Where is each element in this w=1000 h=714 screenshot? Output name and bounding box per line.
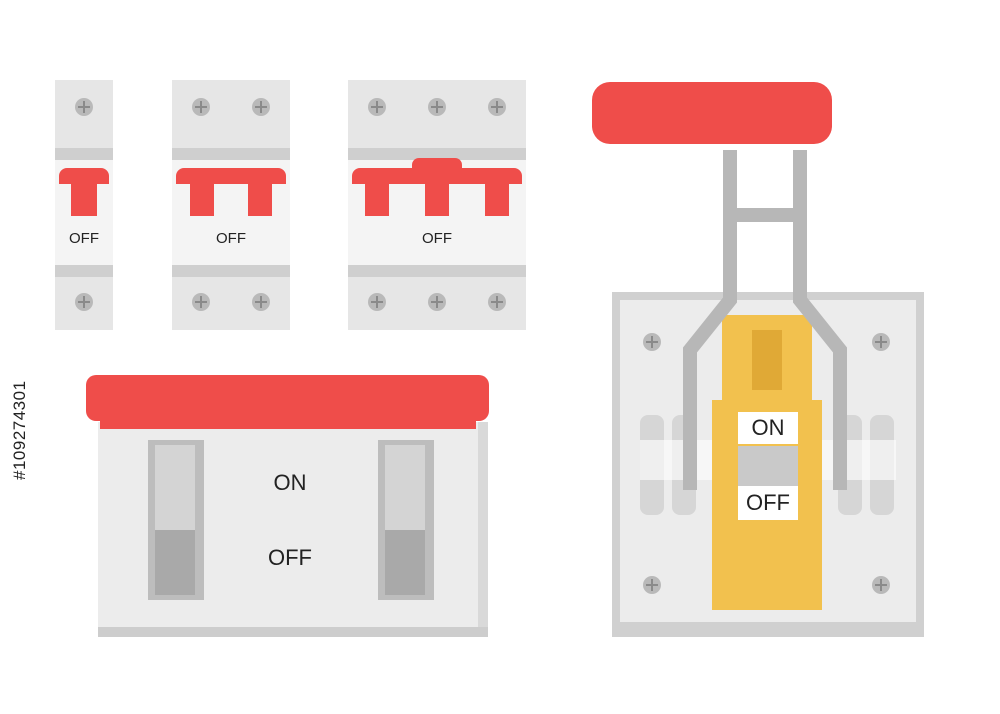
- screw-icon: [643, 576, 661, 594]
- screw-icon: [872, 333, 890, 351]
- breaker-state-label: OFF: [422, 230, 452, 247]
- screw-icon: [75, 98, 93, 116]
- switch-handle[interactable]: [592, 82, 832, 144]
- switch-base-edge: [98, 627, 488, 637]
- switch-handle-lip: [100, 421, 476, 429]
- breaker-toggle[interactable]: [248, 184, 272, 216]
- brass-hinge-core: [752, 330, 782, 390]
- screw-icon: [368, 293, 386, 311]
- screw-icon: [252, 293, 270, 311]
- indicator-window: [738, 446, 798, 486]
- screw-icon: [75, 293, 93, 311]
- breaker-toggle[interactable]: [425, 184, 449, 216]
- blade-right-lower: [385, 530, 425, 595]
- screw-icon: [488, 293, 506, 311]
- screw-icon: [192, 293, 210, 311]
- breaker-handle-bar[interactable]: [176, 168, 286, 184]
- on-label: ON: [751, 415, 785, 440]
- screw-icon: [428, 98, 446, 116]
- breaker-handle-bar[interactable]: [352, 168, 522, 184]
- switch-handle[interactable]: [86, 375, 489, 421]
- screw-icon: [252, 98, 270, 116]
- breaker-rail: [172, 148, 290, 160]
- screw-icon: [643, 333, 661, 351]
- breaker-toggle[interactable]: [190, 184, 214, 216]
- off-label: OFF: [746, 490, 790, 515]
- screw-icon: [872, 576, 890, 594]
- breaker-state-label: OFF: [216, 230, 246, 247]
- on-label: ON: [273, 470, 307, 495]
- screw-icon: [428, 293, 446, 311]
- screw-icon: [368, 98, 386, 116]
- blade-left-lower: [155, 530, 195, 595]
- screw-icon: [192, 98, 210, 116]
- off-plate: [738, 486, 798, 520]
- breaker-toggle[interactable]: [71, 184, 97, 216]
- off-label: OFF: [268, 545, 312, 570]
- switch-blades: [683, 150, 847, 490]
- breaker-rail: [348, 148, 526, 160]
- breaker-rail: [172, 265, 290, 277]
- breaker-toggle[interactable]: [365, 184, 389, 216]
- breaker-rail: [348, 265, 526, 277]
- on-plate: [738, 412, 798, 444]
- screw-icon: [488, 98, 506, 116]
- breaker-state-label: OFF: [69, 230, 99, 247]
- stock-id: #109274301: [10, 380, 29, 480]
- breaker-rail: [55, 148, 113, 160]
- breaker-handle-bar[interactable]: [59, 168, 109, 184]
- breaker-toggle[interactable]: [485, 184, 509, 216]
- breaker-rail: [55, 265, 113, 277]
